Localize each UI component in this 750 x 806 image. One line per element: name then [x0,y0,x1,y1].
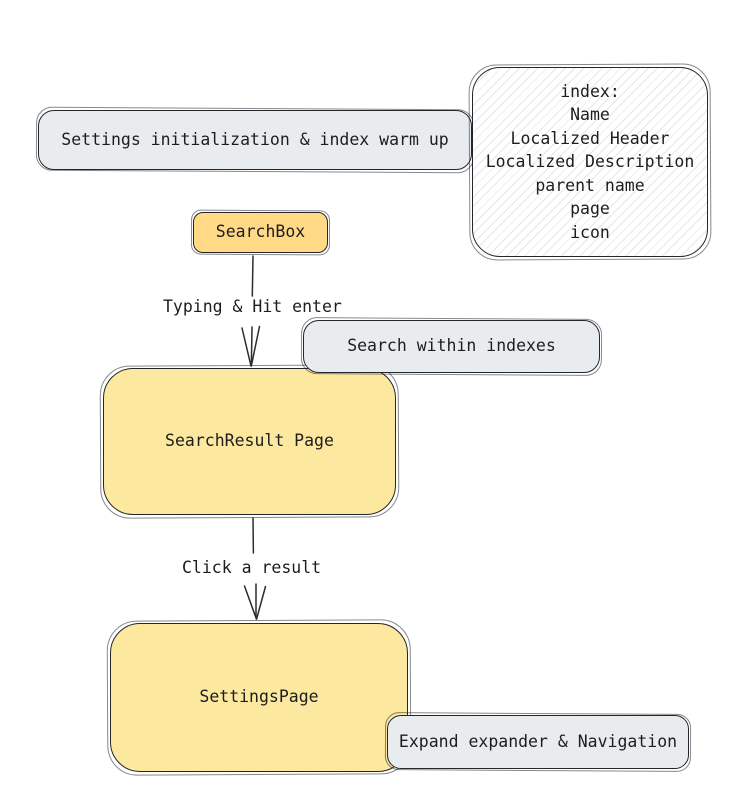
node-label: SearchBox [215,222,306,242]
arrow-shaft [250,326,253,364]
node-label: SettingsPage [199,687,319,707]
node-settingspage[interactable]: SettingsPage [110,623,408,772]
arrowhead-line [250,325,261,367]
node-label: Search within indexes [347,336,556,356]
note-line: Localized Description [485,152,695,172]
arrow-shaft [251,255,254,297]
node-expand-expander-navigation[interactable]: Expand expander & Navigation [387,715,689,769]
node-label: Expand expander & Navigation [398,731,678,751]
arrowhead-line [241,327,252,367]
node-label: SearchResult Page [165,431,334,451]
note-line: index: [560,82,620,102]
node-searchresult-page[interactable]: SearchResult Page [103,368,396,515]
note-line: icon [570,222,610,242]
node-searchbox[interactable]: SearchBox [193,212,328,253]
edge-label-typing-hit-enter: Typing & Hit enter [163,297,342,316]
arrowhead-line [243,585,258,620]
node-search-within-indexes[interactable]: Search within indexes [303,320,600,373]
note-line: parent name [535,175,645,195]
edge-label-click-a-result: Click a result [182,558,322,577]
arrowhead-line [255,585,267,620]
note-line: Name [570,105,610,125]
node-settings-initialization[interactable]: Settings initialization & index warm up [38,110,472,170]
note-line: page [570,199,610,219]
node-index-note[interactable]: index: Name Localized Header Localized D… [472,67,708,257]
note-line: Localized Header [510,128,670,148]
node-label: Settings initialization & index warm up [61,129,449,149]
